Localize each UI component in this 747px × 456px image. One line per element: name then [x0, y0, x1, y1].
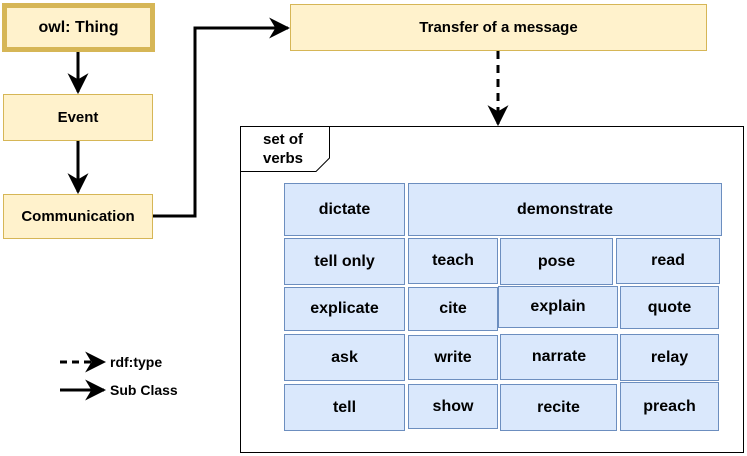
verb-show-label: show	[432, 397, 474, 415]
verb-tell: tell	[284, 384, 405, 431]
class-communication-label: Communication	[21, 208, 135, 225]
verb-tell-only: tell only	[284, 238, 405, 285]
verb-recite-label: recite	[537, 398, 580, 416]
verb-relay: relay	[620, 334, 719, 381]
legend-sub-class-label: Sub Class	[110, 382, 178, 398]
verb-set-title-line1: set of	[262, 131, 303, 148]
verb-tell-only-label: tell only	[314, 252, 375, 270]
verb-read-label: read	[651, 252, 685, 269]
class-event: Event	[3, 94, 153, 141]
verb-relay-label: relay	[650, 348, 689, 366]
verb-set-title-line2: verbs	[262, 150, 304, 167]
verb-set-frame-tab	[241, 127, 330, 172]
verb-narrate-label: narrate	[531, 348, 587, 365]
verb-read: read	[616, 238, 720, 284]
verb-teach-label: teach	[432, 252, 474, 269]
verb-cite-label: cite	[439, 300, 467, 317]
class-communication: Communication	[3, 194, 153, 239]
class-owl-thing: owl: Thing	[2, 3, 155, 52]
class-transfer-label: Transfer of a message	[419, 19, 578, 36]
verb-preach: preach	[620, 382, 719, 431]
verb-quote: quote	[620, 286, 719, 329]
verb-explicate: explicate	[284, 287, 405, 331]
verb-set-title: set of verbs	[241, 127, 325, 171]
verb-ask-label: ask	[331, 348, 358, 366]
verb-dictate: dictate	[284, 183, 405, 236]
verb-tell-label: tell	[332, 398, 357, 416]
subclass-arrow-communication-transfer	[153, 17, 291, 218]
verb-recite: recite	[500, 384, 617, 431]
verb-preach-label: preach	[643, 397, 696, 415]
verb-teach: teach	[408, 238, 498, 284]
verb-narrate: narrate	[500, 334, 618, 380]
verb-demonstrate-label: demonstrate	[516, 200, 614, 218]
verb-write-label: write	[434, 348, 472, 366]
verb-pose: pose	[500, 238, 613, 285]
verb-explicate-label: explicate	[310, 300, 379, 317]
verb-show: show	[408, 384, 498, 429]
class-owl-thing-label: owl: Thing	[38, 18, 119, 36]
verb-explain-label: explain	[530, 298, 586, 315]
verb-demonstrate: demonstrate	[408, 183, 722, 236]
verb-dictate-label: dictate	[318, 200, 371, 218]
verb-quote-label: quote	[647, 298, 692, 316]
verb-explain: explain	[498, 286, 618, 328]
legend-rdf-type-label: rdf:type	[110, 354, 163, 370]
class-transfer-of-message: Transfer of a message	[290, 4, 707, 51]
class-event-label: Event	[57, 109, 99, 126]
verb-ask: ask	[284, 334, 405, 381]
verb-cite: cite	[408, 287, 498, 331]
verb-pose-label: pose	[537, 252, 576, 270]
verb-write: write	[408, 335, 498, 380]
